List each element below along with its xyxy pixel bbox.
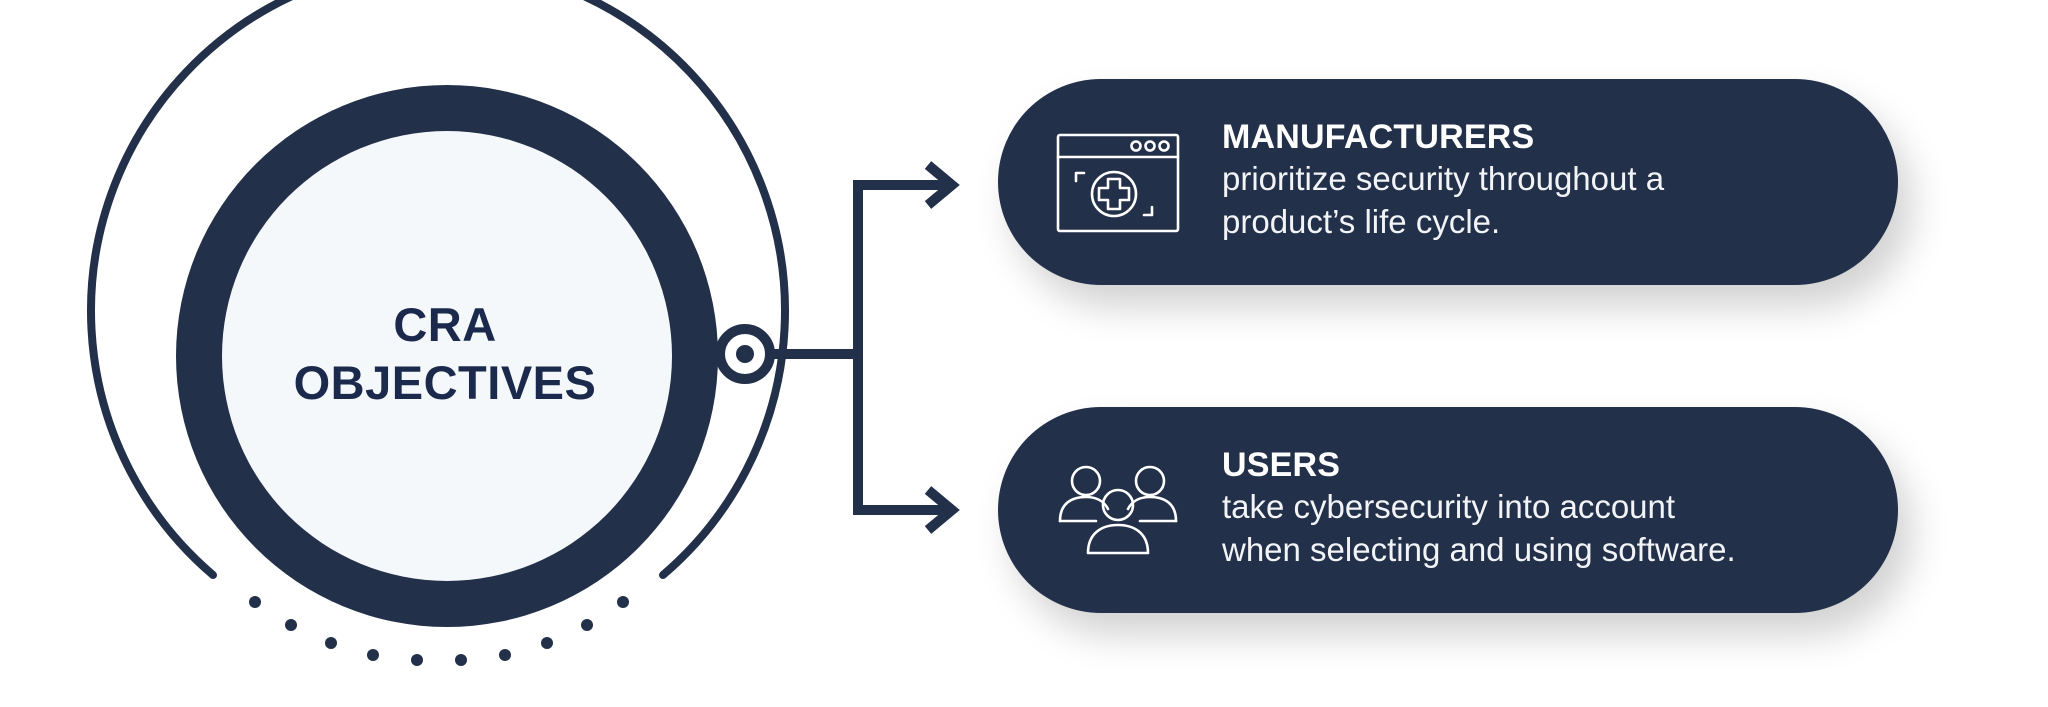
inner-circle [222,131,672,581]
manufacturers-text: MANUFACTURERS prioritize security throug… [1222,117,1862,243]
center-title: CRA OBJECTIVES [265,296,625,412]
connector-node-dot [736,345,754,363]
users-text: USERS take cybersecurity into account wh… [1222,445,1862,571]
center-title-line1: CRA [393,298,497,351]
center-title-line2: OBJECTIVES [293,356,597,409]
manufacturers-heading: MANUFACTURERS [1222,118,1535,156]
arrowhead-bottom [924,486,960,534]
outer-ring-arc [87,0,789,579]
users-card: USERS take cybersecurity into account wh… [998,407,1898,613]
users-body: take cybersecurity into account when sel… [1222,488,1736,568]
user-group-icon [1058,465,1178,555]
manufacturers-body: prioritize security throughout a product… [1222,160,1665,240]
browser-window-medical-cross-icon [1056,133,1180,233]
arrowhead-top [924,161,960,209]
users-heading: USERS [1222,446,1341,484]
manufacturers-card: MANUFACTURERS prioritize security throug… [998,79,1898,285]
dotted-arc [249,596,629,666]
